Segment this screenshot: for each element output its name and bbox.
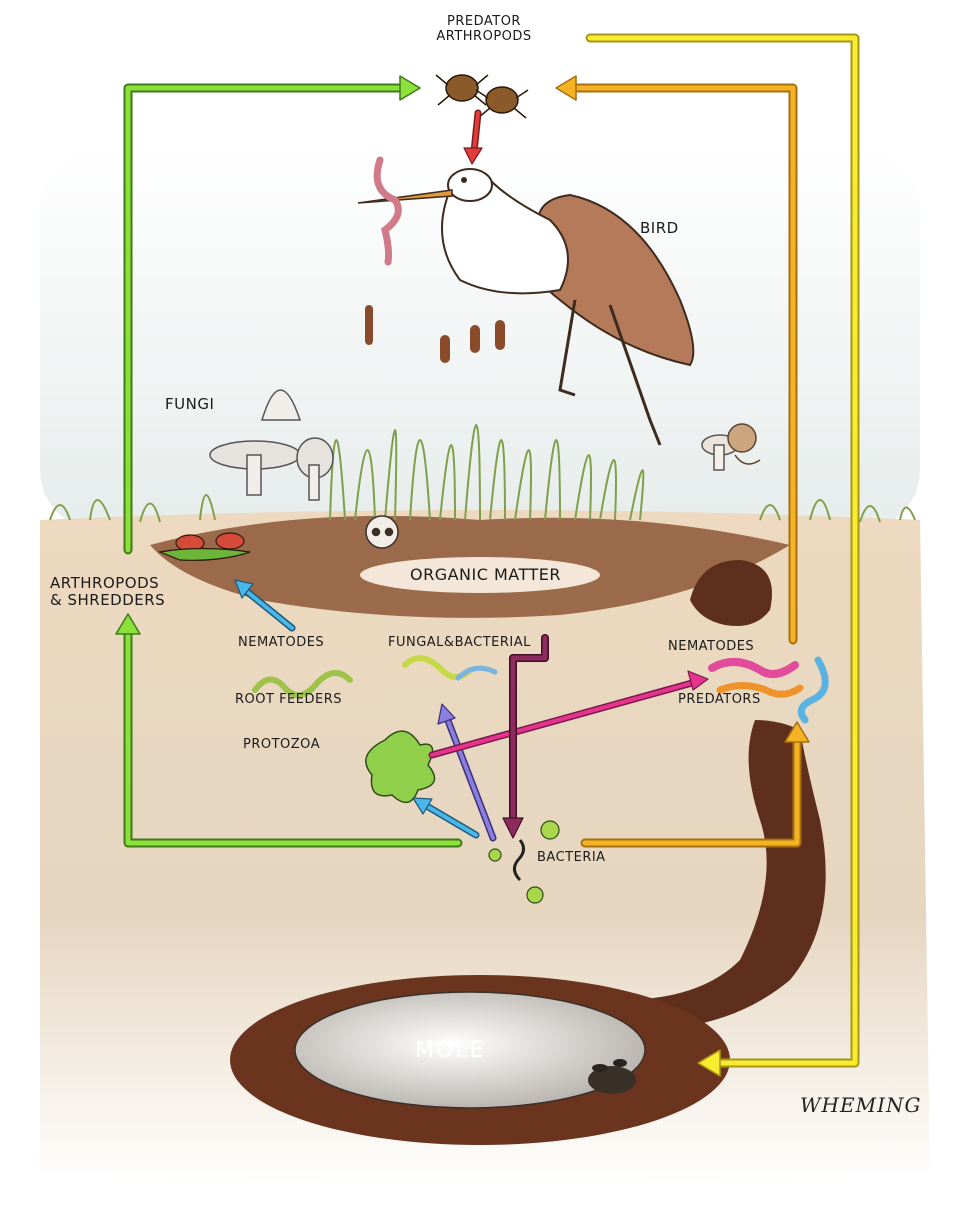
arrowhead-orange-predators [555,75,577,101]
nematode-fungal-bacterial-2 [455,665,498,681]
arrows [115,33,860,1077]
label-nematodes-predators-bottom: PREDATORS [678,692,761,707]
protozoa-amoeba [365,730,436,804]
mushrooms [209,389,739,501]
snail [727,423,761,465]
worm-in-beak [373,156,402,266]
mole-snout [588,1066,636,1094]
label-nematodes-root-bottom: ROOT FEEDERS [235,692,342,707]
mole-face [592,1059,627,1072]
nematode-predators-pink [708,658,799,678]
mole-tunnel [620,720,826,1030]
arrowhead-blue-rootfeeders [234,579,254,599]
label-bacteria: BACTERIA [537,850,606,865]
bacteria-squiggle [513,839,525,882]
label-nematodes-fungal-bacterial: FUNGAL&BACTERIAL [388,635,531,650]
arrowhead-purple-fungal [437,703,456,725]
label-predator-arthropods: PREDATOR ARTHROPODS [436,14,532,44]
label-bird: BIRD [640,219,679,237]
bird-heron [357,168,695,446]
artist-signature: WHEMING [800,1093,922,1117]
label-organic-matter: ORGANIC MATTER [410,565,561,584]
skull [365,515,399,549]
arrowhead-green-predators [399,75,421,101]
arrowhead-red-bird [463,147,483,165]
arrowhead-maroon-bacteria [502,817,524,839]
top-burrow [690,560,772,626]
grass-strip [49,424,916,523]
organic-matter-pale-zone [360,557,600,593]
label-protozoa: PROTOZOA [243,737,321,752]
label-arthropods-shredders: ARTHROPODS & SHREDDERS [50,574,166,610]
label-fungi: FUNGI [165,395,215,413]
arrowhead-orange-nematodes [784,721,810,743]
arrowhead-green-arthropods [115,613,141,635]
label-nematodes-root-top: NEMATODES [238,635,325,650]
cattails [365,305,505,363]
mole-body [294,991,646,1109]
bacteria-cluster [488,820,560,904]
arrowhead-magenta-predators [687,670,709,691]
arrowhead-yellow-mole [697,1049,721,1077]
arthropods-shredders-bugs [157,532,251,561]
predator-arthropods-mites [435,74,529,119]
nematode-root-feeders [252,670,353,699]
nematode-predators-orange [716,682,804,698]
nematode-predators-blue [797,656,829,724]
arrowhead-blue-protozoa [412,797,433,815]
label-mole: MOLE [415,1038,486,1063]
label-nematodes-predators-top: NEMATODES [668,639,755,654]
